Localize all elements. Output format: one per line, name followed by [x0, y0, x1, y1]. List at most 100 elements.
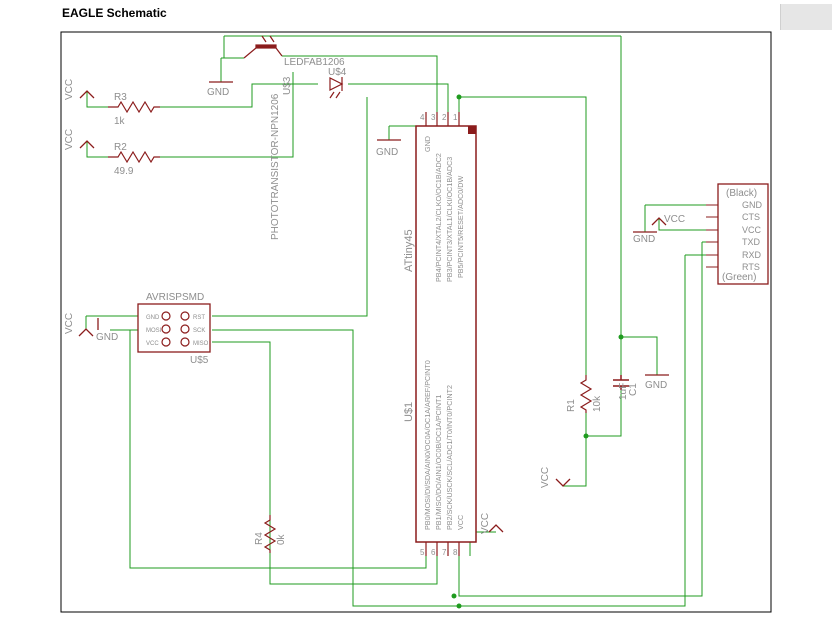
vcc-symbol-4 [555, 478, 571, 487]
r2-value: 49.9 [114, 166, 134, 177]
ftdi-header: GND CTS VCC TXD RXD RTS (Black) (Green) [706, 183, 769, 285]
mcu-attiny45: 4 3 2 1 5 6 7 8 GND PB4/PCINT4/XTAL2/CLK… [403, 112, 477, 557]
r3-name: R3 [114, 92, 127, 103]
svg-text:VCC: VCC [742, 225, 762, 235]
vcc-label: VCC [64, 79, 75, 100]
svg-text:3: 3 [431, 113, 436, 122]
r3-value: 1k [114, 116, 126, 127]
mcu-pin-labels: GND PB4/PCINT4/XTAL2/CLKO/OC1B/ADC2 PB3/… [423, 136, 465, 530]
vcc-symbol-3 [78, 328, 94, 337]
capacitor-c1-symbol [613, 375, 629, 390]
led-value: LEDFAB1206 [284, 57, 345, 68]
svg-text:5: 5 [420, 548, 425, 557]
r1-value: 10k [592, 395, 603, 412]
isp-ref: U$5 [190, 355, 209, 366]
mcu-body [415, 125, 477, 543]
header-gray-bar [780, 4, 832, 30]
led-triangle [329, 77, 344, 91]
svg-text:PB5/PCINT5/RESET/ADC0/DW: PB5/PCINT5/RESET/ADC0/DW [456, 176, 465, 278]
resistor-r4-symbol [263, 515, 277, 553]
svg-text:GND: GND [423, 136, 432, 152]
gnd-label: GND [207, 87, 229, 98]
wire-ftdi-gnd [644, 204, 718, 232]
phototransistor-leads [243, 47, 283, 59]
svg-text:TXD: TXD [742, 237, 761, 247]
page-header: EAGLE Schematic [0, 0, 832, 30]
r2-name: R2 [114, 142, 127, 153]
mcu-pin-numbers: 4 3 2 1 5 6 7 8 [420, 113, 458, 557]
wire-r2-photo [160, 72, 294, 158]
svg-text:1: 1 [453, 113, 458, 122]
vcc-label: VCC [540, 467, 551, 488]
isp-pin-labels: GND MOSI VCC RST SCK MISO [146, 315, 209, 347]
wire-r3-led [160, 83, 318, 108]
ftdi-bottom-label: (Green) [722, 272, 756, 283]
c1-value: 1uF [618, 383, 629, 400]
vcc-label: VCC [664, 214, 685, 225]
svg-text:2: 2 [442, 113, 447, 122]
gnd-label: GND [633, 234, 655, 245]
r1-name: R1 [566, 399, 577, 412]
wire-isp-sck [212, 329, 354, 340]
ftdi-top-label: (Black) [726, 188, 757, 199]
svg-text:VCC: VCC [146, 341, 159, 347]
svg-text:MOSI: MOSI [146, 328, 162, 334]
ftdi-pin-stubs [706, 204, 718, 268]
ftdi-pin-labels: GND CTS VCC TXD RXD RTS [742, 200, 763, 272]
isp-body [137, 303, 211, 353]
mcu-name: U$1 [403, 402, 415, 422]
svg-text:PB1/MISO/DO/AIN1/OC0B/OC1A/PCI: PB1/MISO/DO/AIN1/OC0B/OC1A/PCINT1 [434, 395, 443, 530]
svg-text:PB3/PCINT3/XTAL1/CLKI/OC1B/ADC: PB3/PCINT3/XTAL1/CLKI/OC1B/ADC3 [445, 157, 454, 282]
c1-name: C1 [628, 383, 639, 396]
phototransistor-base [255, 44, 277, 49]
svg-text:VCC: VCC [456, 515, 465, 530]
supply-symbols [78, 81, 669, 533]
page-title: EAGLE Schematic [62, 6, 167, 20]
wire-photo-gnd [220, 57, 244, 82]
mcu-pin1-marker [468, 126, 476, 134]
resistor-r2-symbol [108, 150, 160, 164]
svg-text:GND: GND [742, 200, 763, 210]
ftdi-body [717, 183, 769, 285]
svg-text:RXD: RXD [742, 250, 762, 260]
svg-text:RST: RST [193, 315, 205, 321]
r4-name: R4 [254, 532, 265, 545]
wire-r1-c1 [585, 390, 622, 437]
led-name: U$4 [328, 67, 347, 78]
vcc-symbol-1 [79, 90, 95, 99]
phototransistor-light-arrows [261, 35, 275, 43]
wire-photo-top [223, 35, 621, 58]
vcc-label: VCC [480, 513, 491, 534]
junction-dot [451, 593, 457, 599]
wire-vcc-r1 [563, 436, 587, 487]
vcc-symbol-5 [488, 524, 504, 533]
phototransistor-value: PHOTOTRANSISTOR-NPN1206 [270, 93, 281, 240]
junction-dot [583, 433, 589, 439]
svg-text:7: 7 [442, 548, 447, 557]
vcc-label: VCC [64, 129, 75, 150]
junction-dot [618, 334, 624, 340]
isp-header: GND MOSI VCC RST SCK MISO AVRISPSMD U$5 [137, 292, 211, 366]
svg-text:PB2/SCK/USCK/SCL/ADC1/T0/INT0/: PB2/SCK/USCK/SCL/ADC1/T0/INT0/PCINT2 [445, 385, 454, 530]
junction-dot [456, 94, 462, 100]
phototransistor-name: U$3 [282, 76, 293, 95]
mcu-value: ATtiny45 [403, 229, 415, 272]
wire-reset [459, 96, 587, 375]
svg-text:PB0/MOSI/DI/SDA/AIN0/OC0A/OC1A: PB0/MOSI/DI/SDA/AIN0/OC0A/OC1A/AREF/PCIN… [423, 360, 432, 530]
mcu-pins [425, 112, 460, 556]
wire-vcc-r2 [86, 141, 108, 158]
svg-text:4: 4 [420, 113, 425, 122]
svg-text:SCK: SCK [193, 328, 205, 334]
svg-text:8: 8 [453, 548, 458, 557]
junctions [451, 94, 624, 609]
vcc-label: VCC [64, 313, 75, 334]
gnd-label: GND [96, 332, 118, 343]
gnd-label: GND [645, 380, 667, 391]
svg-text:GND: GND [146, 315, 160, 321]
svg-text:6: 6 [431, 548, 436, 557]
wire-ftdi-vcc [658, 218, 718, 231]
sheet-frame [60, 31, 772, 613]
vcc-symbol-6 [651, 217, 667, 226]
